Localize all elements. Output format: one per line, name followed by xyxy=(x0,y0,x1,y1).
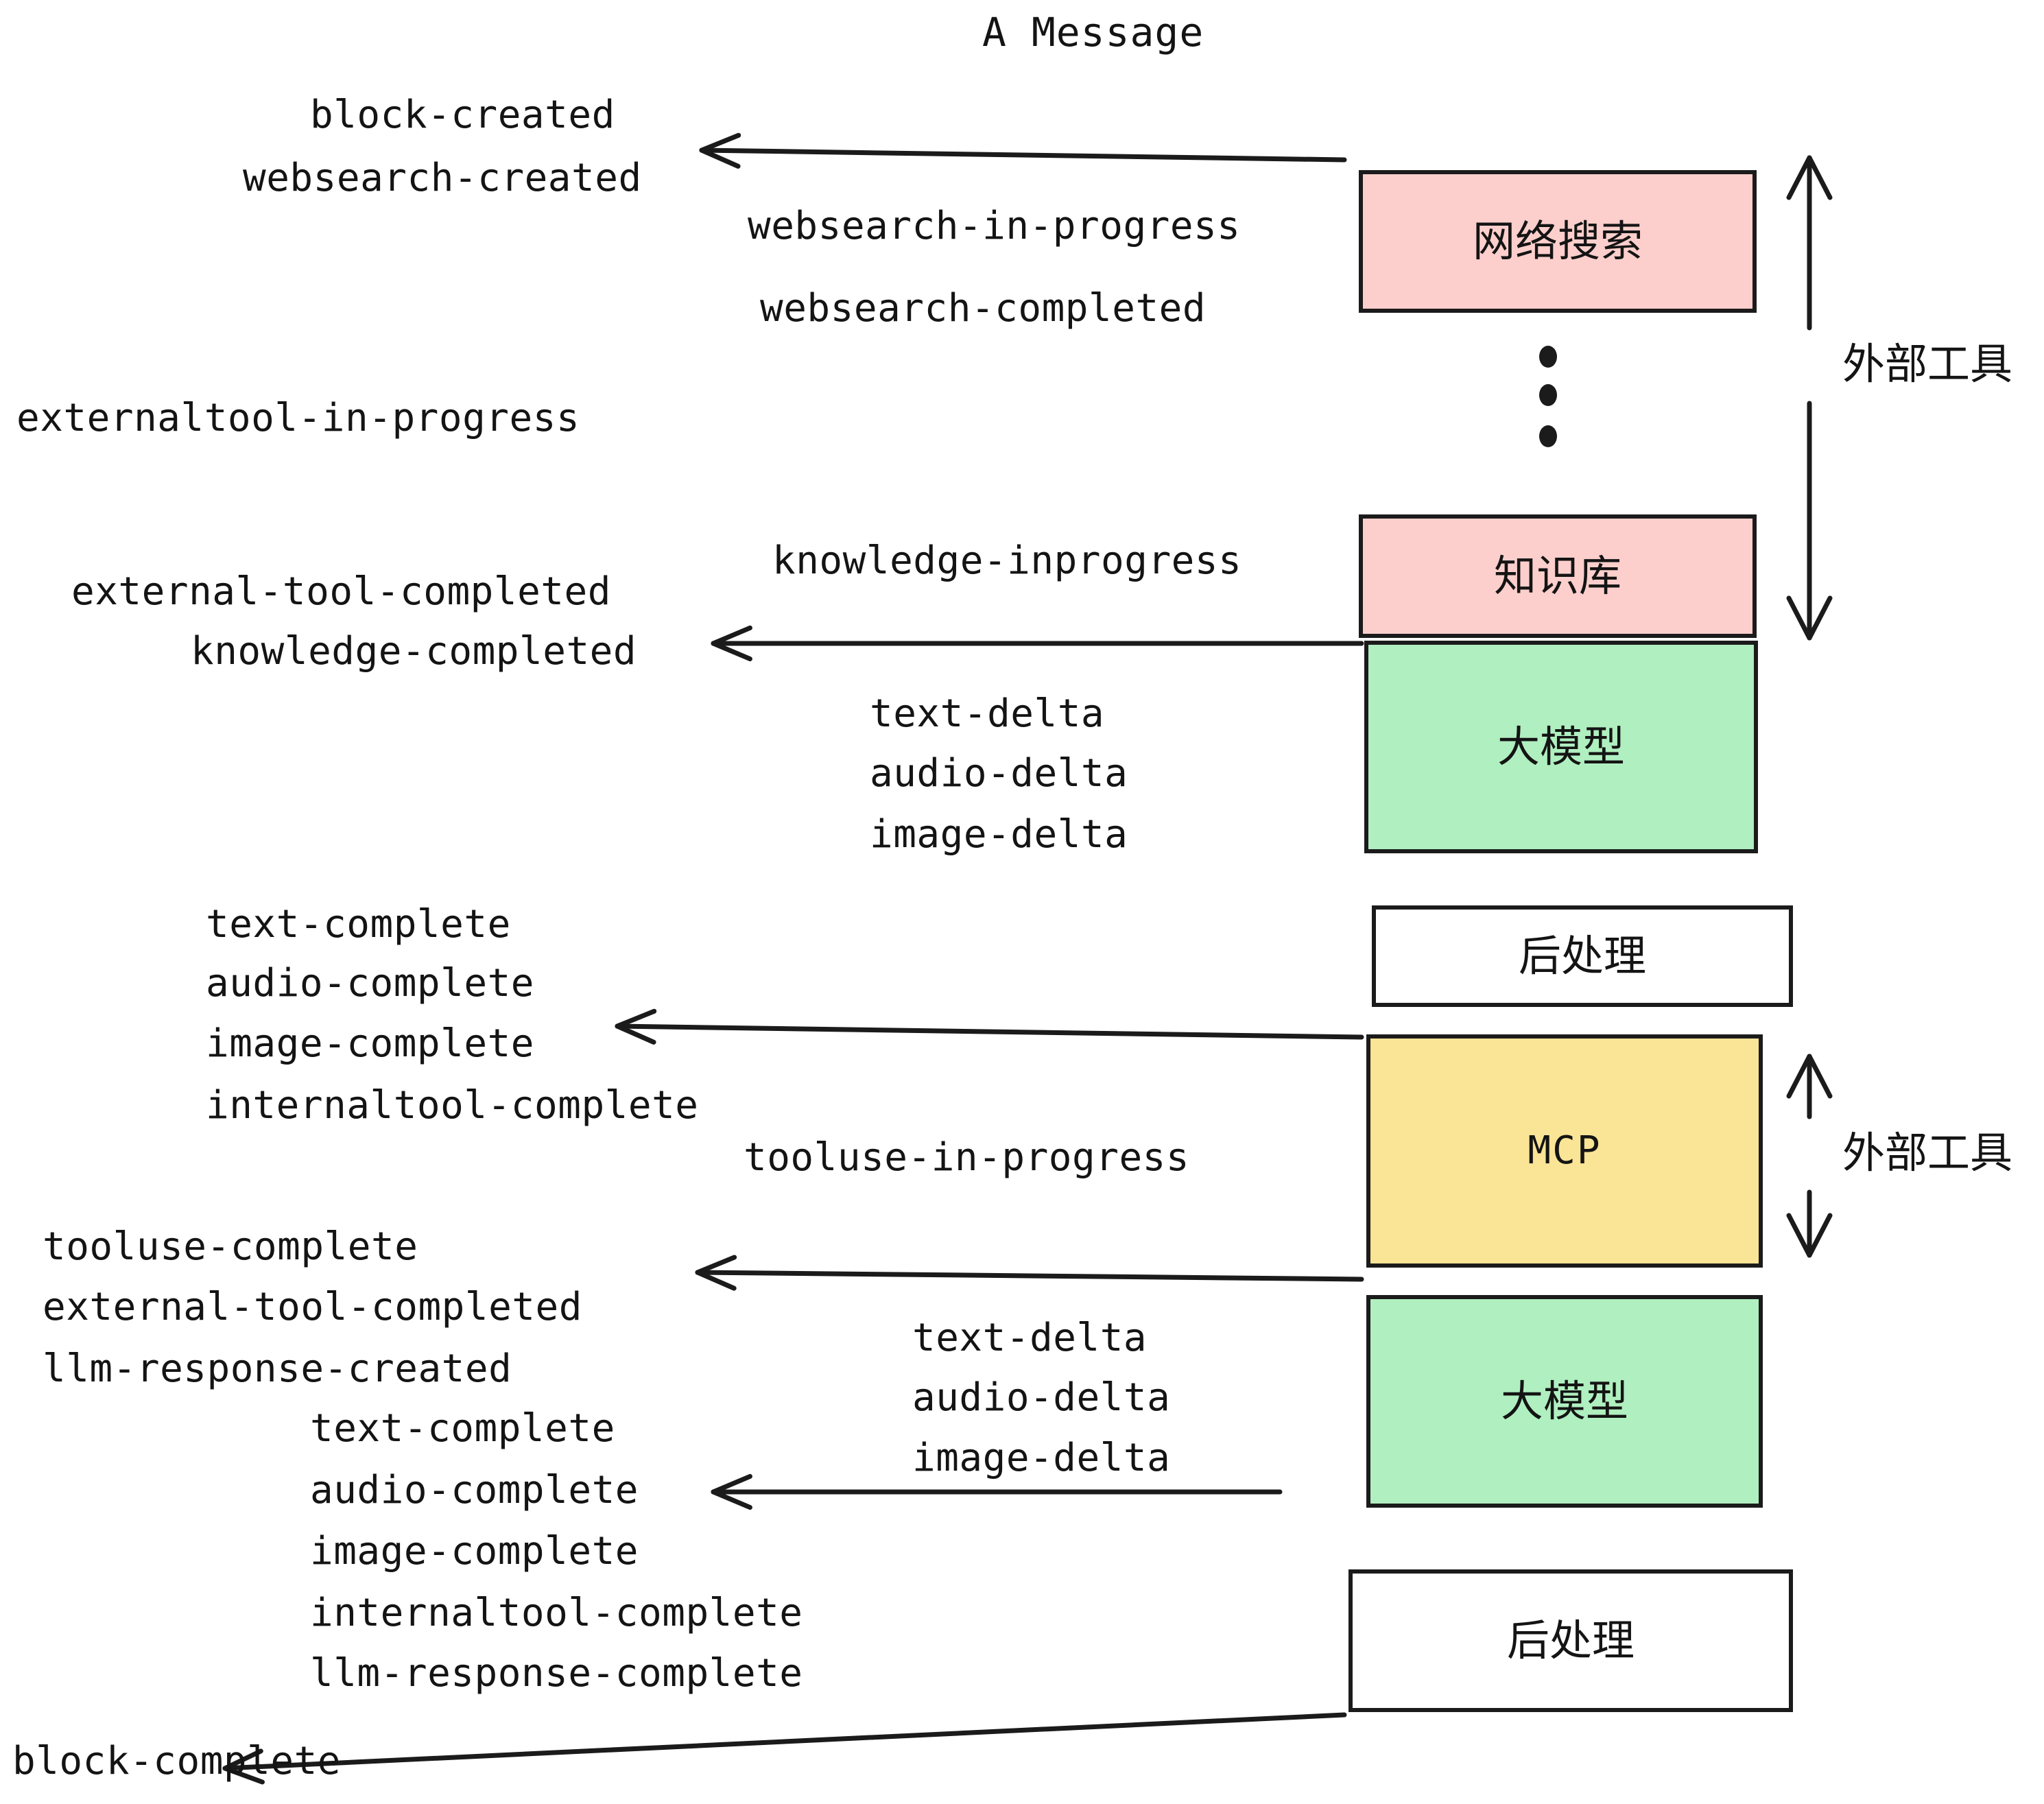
node-label-llm-2: 大模型 xyxy=(1500,1376,1628,1426)
arrow-audio-complete xyxy=(711,1473,1283,1510)
arrow-block-complete-head-0 xyxy=(222,1748,263,1771)
arrow-block-created xyxy=(699,132,1347,169)
event-label-external-tool-completed-1: external-tool-completed xyxy=(71,569,611,614)
arrow-knowledge-completed-head-1 xyxy=(711,641,752,662)
event-label-image-delta-1: image-delta xyxy=(870,812,1128,857)
event-label-websearch-in-progress: websearch-in-progress xyxy=(748,204,1241,248)
event-label-text-complete-2: text-complete xyxy=(310,1406,615,1451)
arrow-image-complete-head-1 xyxy=(615,1023,656,1045)
external-tools-top-up-head-a xyxy=(1786,155,1812,200)
event-label-block-created: block-created xyxy=(310,93,615,137)
event-label-externaltool-in-progress: externaltool-in-progress xyxy=(16,396,580,440)
event-label-llm-response-created: llm-response-created xyxy=(43,1346,512,1391)
external-tools-top-down-head-b xyxy=(1807,595,1833,641)
event-label-image-complete-2: image-complete xyxy=(310,1529,639,1574)
external-tools-bottom-up-head-b xyxy=(1807,1054,1833,1099)
arrow-image-complete xyxy=(615,1008,1364,1045)
event-label-external-tool-completed-2: external-tool-completed xyxy=(43,1285,582,1329)
node-box-llm-2[interactable]: 大模型 xyxy=(1366,1295,1763,1508)
event-label-internaltool-complete-2: internaltool-complete xyxy=(310,1591,803,1635)
arrow-image-complete-head-0 xyxy=(615,1008,657,1029)
vertical-ellipsis-icon xyxy=(1539,346,1557,447)
node-label-websearch: 网络搜索 xyxy=(1472,216,1643,266)
node-box-websearch[interactable]: 网络搜索 xyxy=(1359,170,1757,313)
event-label-audio-complete-2: audio-complete xyxy=(310,1468,639,1512)
side-label-external-tools-bottom: 外部工具 xyxy=(1842,1128,2013,1178)
arrow-audio-complete-head-0 xyxy=(711,1473,752,1495)
event-label-tooluse-complete: tooluse-complete xyxy=(43,1224,418,1269)
event-label-block-complete: block-complete xyxy=(12,1739,342,1783)
event-label-llm-response-complete: llm-response-complete xyxy=(310,1651,803,1696)
event-label-audio-complete-1: audio-complete xyxy=(206,961,535,1006)
event-label-internaltool-complete-1: internaltool-complete xyxy=(206,1083,699,1128)
node-box-postproc-2[interactable]: 后处理 xyxy=(1348,1569,1793,1712)
arrow-block-created-shaft xyxy=(699,147,1347,163)
event-label-knowledge-completed: knowledge-completed xyxy=(191,629,637,674)
arrow-image-complete-shaft xyxy=(615,1023,1364,1040)
ellipsis-dot-1 xyxy=(1539,384,1557,406)
event-label-text-delta-2: text-delta xyxy=(912,1316,1148,1360)
node-box-mcp[interactable]: MCP xyxy=(1366,1034,1763,1268)
arrow-knowledge-completed xyxy=(711,625,1364,662)
external-tools-bottom-up-head-a xyxy=(1786,1054,1812,1099)
node-label-llm-1: 大模型 xyxy=(1497,722,1625,772)
ellipsis-dot-0 xyxy=(1539,346,1557,368)
arrow-block-complete-head-1 xyxy=(222,1766,265,1785)
event-label-text-delta-1: text-delta xyxy=(870,691,1105,736)
event-label-knowledge-inprogress: knowledge-inprogress xyxy=(772,538,1242,583)
arrow-tooluse-complete-head-1 xyxy=(695,1270,737,1291)
arrow-tooluse-complete xyxy=(695,1255,1364,1291)
arrow-tooluse-complete-shaft xyxy=(695,1270,1364,1282)
arrow-tooluse-complete-head-0 xyxy=(695,1255,737,1275)
side-label-external-tools-top: 外部工具 xyxy=(1842,339,2013,389)
external-tools-bottom-double-arrow-icon xyxy=(1786,1054,1833,1258)
event-label-audio-delta-1: audio-delta xyxy=(870,751,1128,796)
node-label-postproc-1: 后处理 xyxy=(1518,931,1646,981)
ellipsis-dot-2 xyxy=(1539,425,1557,447)
external-tools-top-double-arrow-icon xyxy=(1786,155,1833,641)
event-label-image-complete-1: image-complete xyxy=(206,1021,535,1066)
event-label-tooluse-in-progress: tooluse-in-progress xyxy=(744,1135,1190,1180)
node-label-knowledge: 知识库 xyxy=(1493,551,1621,601)
diagram-title: A Message xyxy=(982,9,1204,56)
external-tools-bottom-down-head-a xyxy=(1786,1213,1812,1258)
arrow-block-created-head-1 xyxy=(699,147,741,169)
arrow-block-complete-shaft xyxy=(222,1712,1347,1771)
event-label-websearch-completed: websearch-completed xyxy=(760,286,1207,331)
arrow-block-complete xyxy=(222,1712,1347,1785)
arrow-audio-complete-head-1 xyxy=(711,1489,752,1510)
event-label-text-complete-1: text-complete xyxy=(206,902,511,947)
external-tools-bottom-down-head-b xyxy=(1807,1213,1833,1258)
external-tools-top-up-head-b xyxy=(1807,155,1833,200)
node-box-postproc-1[interactable]: 后处理 xyxy=(1372,905,1793,1007)
external-tools-top-down-head-a xyxy=(1786,595,1812,641)
arrow-knowledge-completed-head-0 xyxy=(711,625,752,646)
node-box-knowledge[interactable]: 知识库 xyxy=(1359,514,1757,638)
node-label-postproc-2: 后处理 xyxy=(1506,1615,1635,1665)
node-label-mcp: MCP xyxy=(1528,1128,1602,1173)
event-label-websearch-created: websearch-created xyxy=(243,156,642,200)
event-label-audio-delta-2: audio-delta xyxy=(912,1375,1171,1420)
arrow-block-created-head-0 xyxy=(699,132,741,153)
node-box-llm-1[interactable]: 大模型 xyxy=(1364,641,1758,853)
event-label-image-delta-2: image-delta xyxy=(912,1436,1171,1480)
